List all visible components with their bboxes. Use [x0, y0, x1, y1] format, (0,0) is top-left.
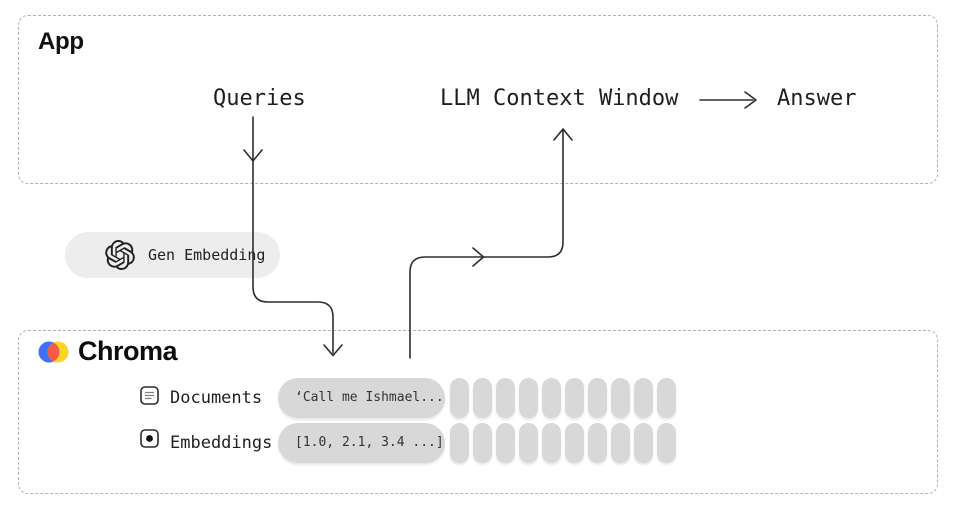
embedding-icon — [140, 429, 159, 448]
vector-cell — [450, 378, 469, 418]
vector-cell — [634, 378, 653, 418]
vector-cell — [634, 423, 653, 463]
vector-cell — [565, 423, 584, 463]
vector-cell — [450, 423, 469, 463]
embeddings-label: Embeddings — [170, 433, 273, 453]
vector-cell — [542, 378, 561, 418]
documents-vector-cells — [450, 378, 676, 418]
vector-cell — [611, 423, 630, 463]
chroma-header: Chroma — [38, 336, 178, 367]
chroma-box-title: Chroma — [78, 336, 178, 366]
vector-cell — [588, 378, 607, 418]
vector-cell — [519, 378, 538, 418]
queries-label: Queries — [213, 86, 306, 111]
vector-cell — [657, 378, 676, 418]
llm-context-window-label: LLM Context Window — [440, 86, 679, 111]
gen-embedding-label: Gen Embedding — [148, 246, 266, 264]
document-icon — [140, 386, 159, 405]
embeddings-vector-cells — [450, 423, 676, 463]
vector-cell — [496, 378, 515, 418]
documents-value-pill: ‘Call me Ishmael... — [278, 378, 445, 418]
vector-cell — [657, 423, 676, 463]
vector-cell — [473, 423, 492, 463]
vector-cell — [611, 378, 630, 418]
openai-logo-icon — [105, 240, 135, 270]
vector-cell — [519, 423, 538, 463]
app-box-title: App — [38, 28, 84, 55]
answer-label: Answer — [777, 86, 857, 111]
vector-cell — [588, 423, 607, 463]
gen-embedding-pill: Gen Embedding — [65, 232, 280, 278]
chroma-logo-icon — [38, 341, 69, 362]
documents-label: Documents — [170, 388, 263, 408]
vector-cell — [473, 378, 492, 418]
vector-cell — [542, 423, 561, 463]
vector-cell — [565, 378, 584, 418]
embeddings-value-pill: [1.0, 2.1, 3.4 ...] — [278, 423, 445, 463]
vector-cell — [496, 423, 515, 463]
